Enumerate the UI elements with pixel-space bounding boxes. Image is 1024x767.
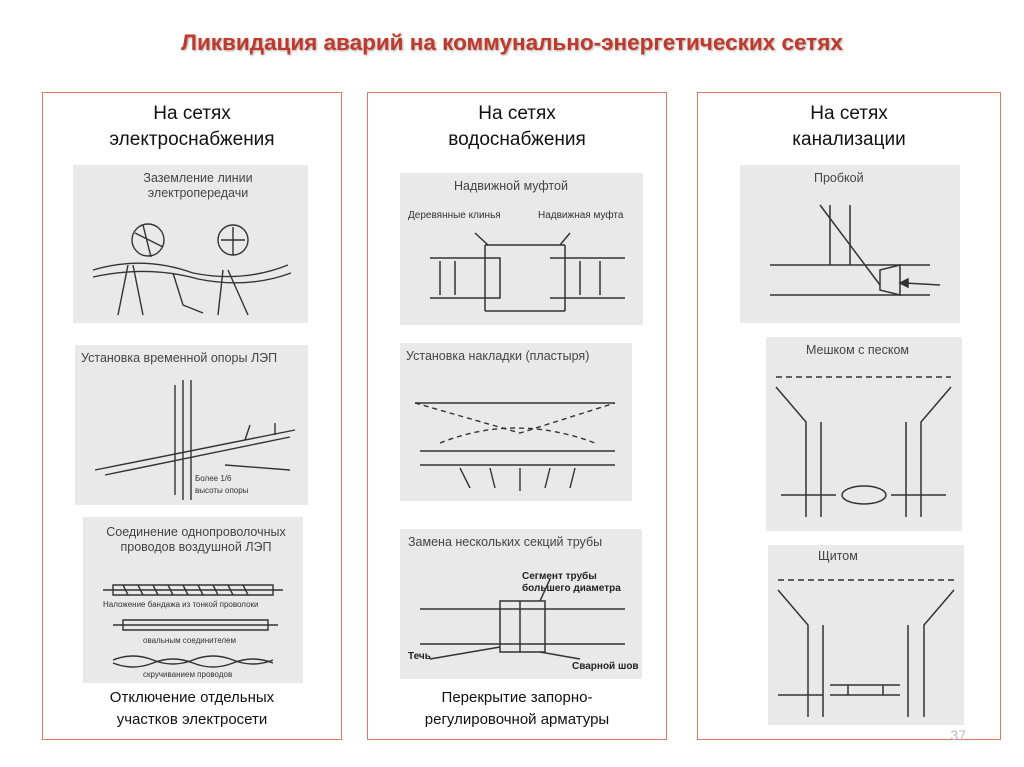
wire-sub-label-2: овальным соединителем xyxy=(143,635,236,647)
leak-label: Течь xyxy=(408,651,431,663)
illustration-plug: Пробкой xyxy=(740,165,960,323)
pole-note-line-2: высоты опоры xyxy=(195,485,248,497)
panel-label-line-2: электропередачи xyxy=(123,186,273,201)
column-water: На сетях водоснабжения Надвижной муфтой … xyxy=(367,92,667,740)
pole-note-line-1: Более 1/6 xyxy=(195,473,248,485)
footer-line-2: регулировочной арматуры xyxy=(368,709,666,731)
illustration-patch: Установка накладки (пластыря) xyxy=(400,343,632,501)
column-heading: На сетях канализации xyxy=(698,101,1000,153)
pole-note: Более 1/6 высоты опоры xyxy=(195,473,248,497)
wooden-wedges-label: Деревянные клинья xyxy=(408,210,501,222)
illustration-shield: Щитом xyxy=(768,545,964,725)
wire-sub-label-3: скручиванием проводов xyxy=(143,669,232,681)
slide-title: Ликвидация аварий на коммунально-энергет… xyxy=(0,30,1024,56)
heading-line-1: На сетях xyxy=(698,101,1000,127)
sliding-coupling-drawing xyxy=(400,173,643,325)
sliding-coupling-label: Надвижная муфта xyxy=(538,210,623,222)
column-footer: Отключение отдельных участков электросет… xyxy=(43,687,341,731)
column-sewerage: На сетях канализации Пробкой xyxy=(697,92,1001,740)
footer-line-1: Отключение отдельных xyxy=(43,687,341,709)
pipe-replacement-drawing xyxy=(400,529,642,679)
column-footer: Перекрытие запорно- регулировочной армат… xyxy=(368,687,666,731)
illustration-grounding: Заземление линии электропередачи xyxy=(73,165,308,323)
footer-line-1: Перекрытие запорно- xyxy=(368,687,666,709)
panel-label: Заземление линии электропередачи xyxy=(123,171,273,201)
weld-seam-label: Сварной шов xyxy=(572,661,639,673)
heading-line-2: канализации xyxy=(698,127,1000,153)
column-electricity: На сетях электроснабжения Заземление лин… xyxy=(42,92,342,740)
heading-line-2: водоснабжения xyxy=(368,127,666,153)
page-number: 37 xyxy=(950,727,966,743)
illustration-wire-joints: Соединение однопроволочных проводов возд… xyxy=(83,517,303,683)
plug-drawing xyxy=(740,165,960,323)
patch-drawing xyxy=(400,343,632,501)
panel-label-line-2: проводов воздушной ЛЭП xyxy=(91,540,301,555)
footer-line-2: участков электросети xyxy=(43,709,341,731)
temporary-pole-drawing xyxy=(75,345,308,505)
panel-label: Установка накладки (пластыря) xyxy=(406,349,589,364)
heading-line-1: На сетях xyxy=(43,101,341,127)
large-pipe-segment-line-1: Сегмент трубы xyxy=(522,571,621,583)
panel-label: Пробкой xyxy=(814,171,864,186)
panel-label-line-1: Заземление линии xyxy=(123,171,273,186)
panel-label: Установка временной опоры ЛЭП xyxy=(81,351,277,366)
panel-label: Щитом xyxy=(818,549,858,564)
panel-label: Замена нескольких секций трубы xyxy=(408,535,602,550)
column-heading: На сетях электроснабжения xyxy=(43,101,341,153)
panel-label: Надвижной муфтой xyxy=(454,179,568,194)
large-pipe-segment-line-2: большего диаметра xyxy=(522,583,621,595)
shield-drawing xyxy=(768,545,964,725)
heading-line-1: На сетях xyxy=(368,101,666,127)
panel-label: Соединение однопроволочных проводов возд… xyxy=(91,525,301,555)
large-pipe-segment-label: Сегмент трубы большего диаметра xyxy=(522,571,621,595)
sandbag-drawing xyxy=(766,337,962,531)
illustration-pipe-section-replacement: Замена нескольких секций трубы Сегмент т… xyxy=(400,529,642,679)
panel-label: Мешком с песком xyxy=(806,343,909,358)
heading-line-2: электроснабжения xyxy=(43,127,341,153)
panel-label-line-1: Соединение однопроволочных xyxy=(91,525,301,540)
column-heading: На сетях водоснабжения xyxy=(368,101,666,153)
illustration-temporary-pole: Установка временной опоры ЛЭП Более 1/6 … xyxy=(75,345,308,505)
illustration-sandbag: Мешком с песком xyxy=(766,337,962,531)
wire-sub-label-1: Наложение бандажа из тонкой проволоки xyxy=(103,599,258,611)
illustration-sliding-coupling: Надвижной муфтой Деревянные клинья Надви… xyxy=(400,173,643,325)
